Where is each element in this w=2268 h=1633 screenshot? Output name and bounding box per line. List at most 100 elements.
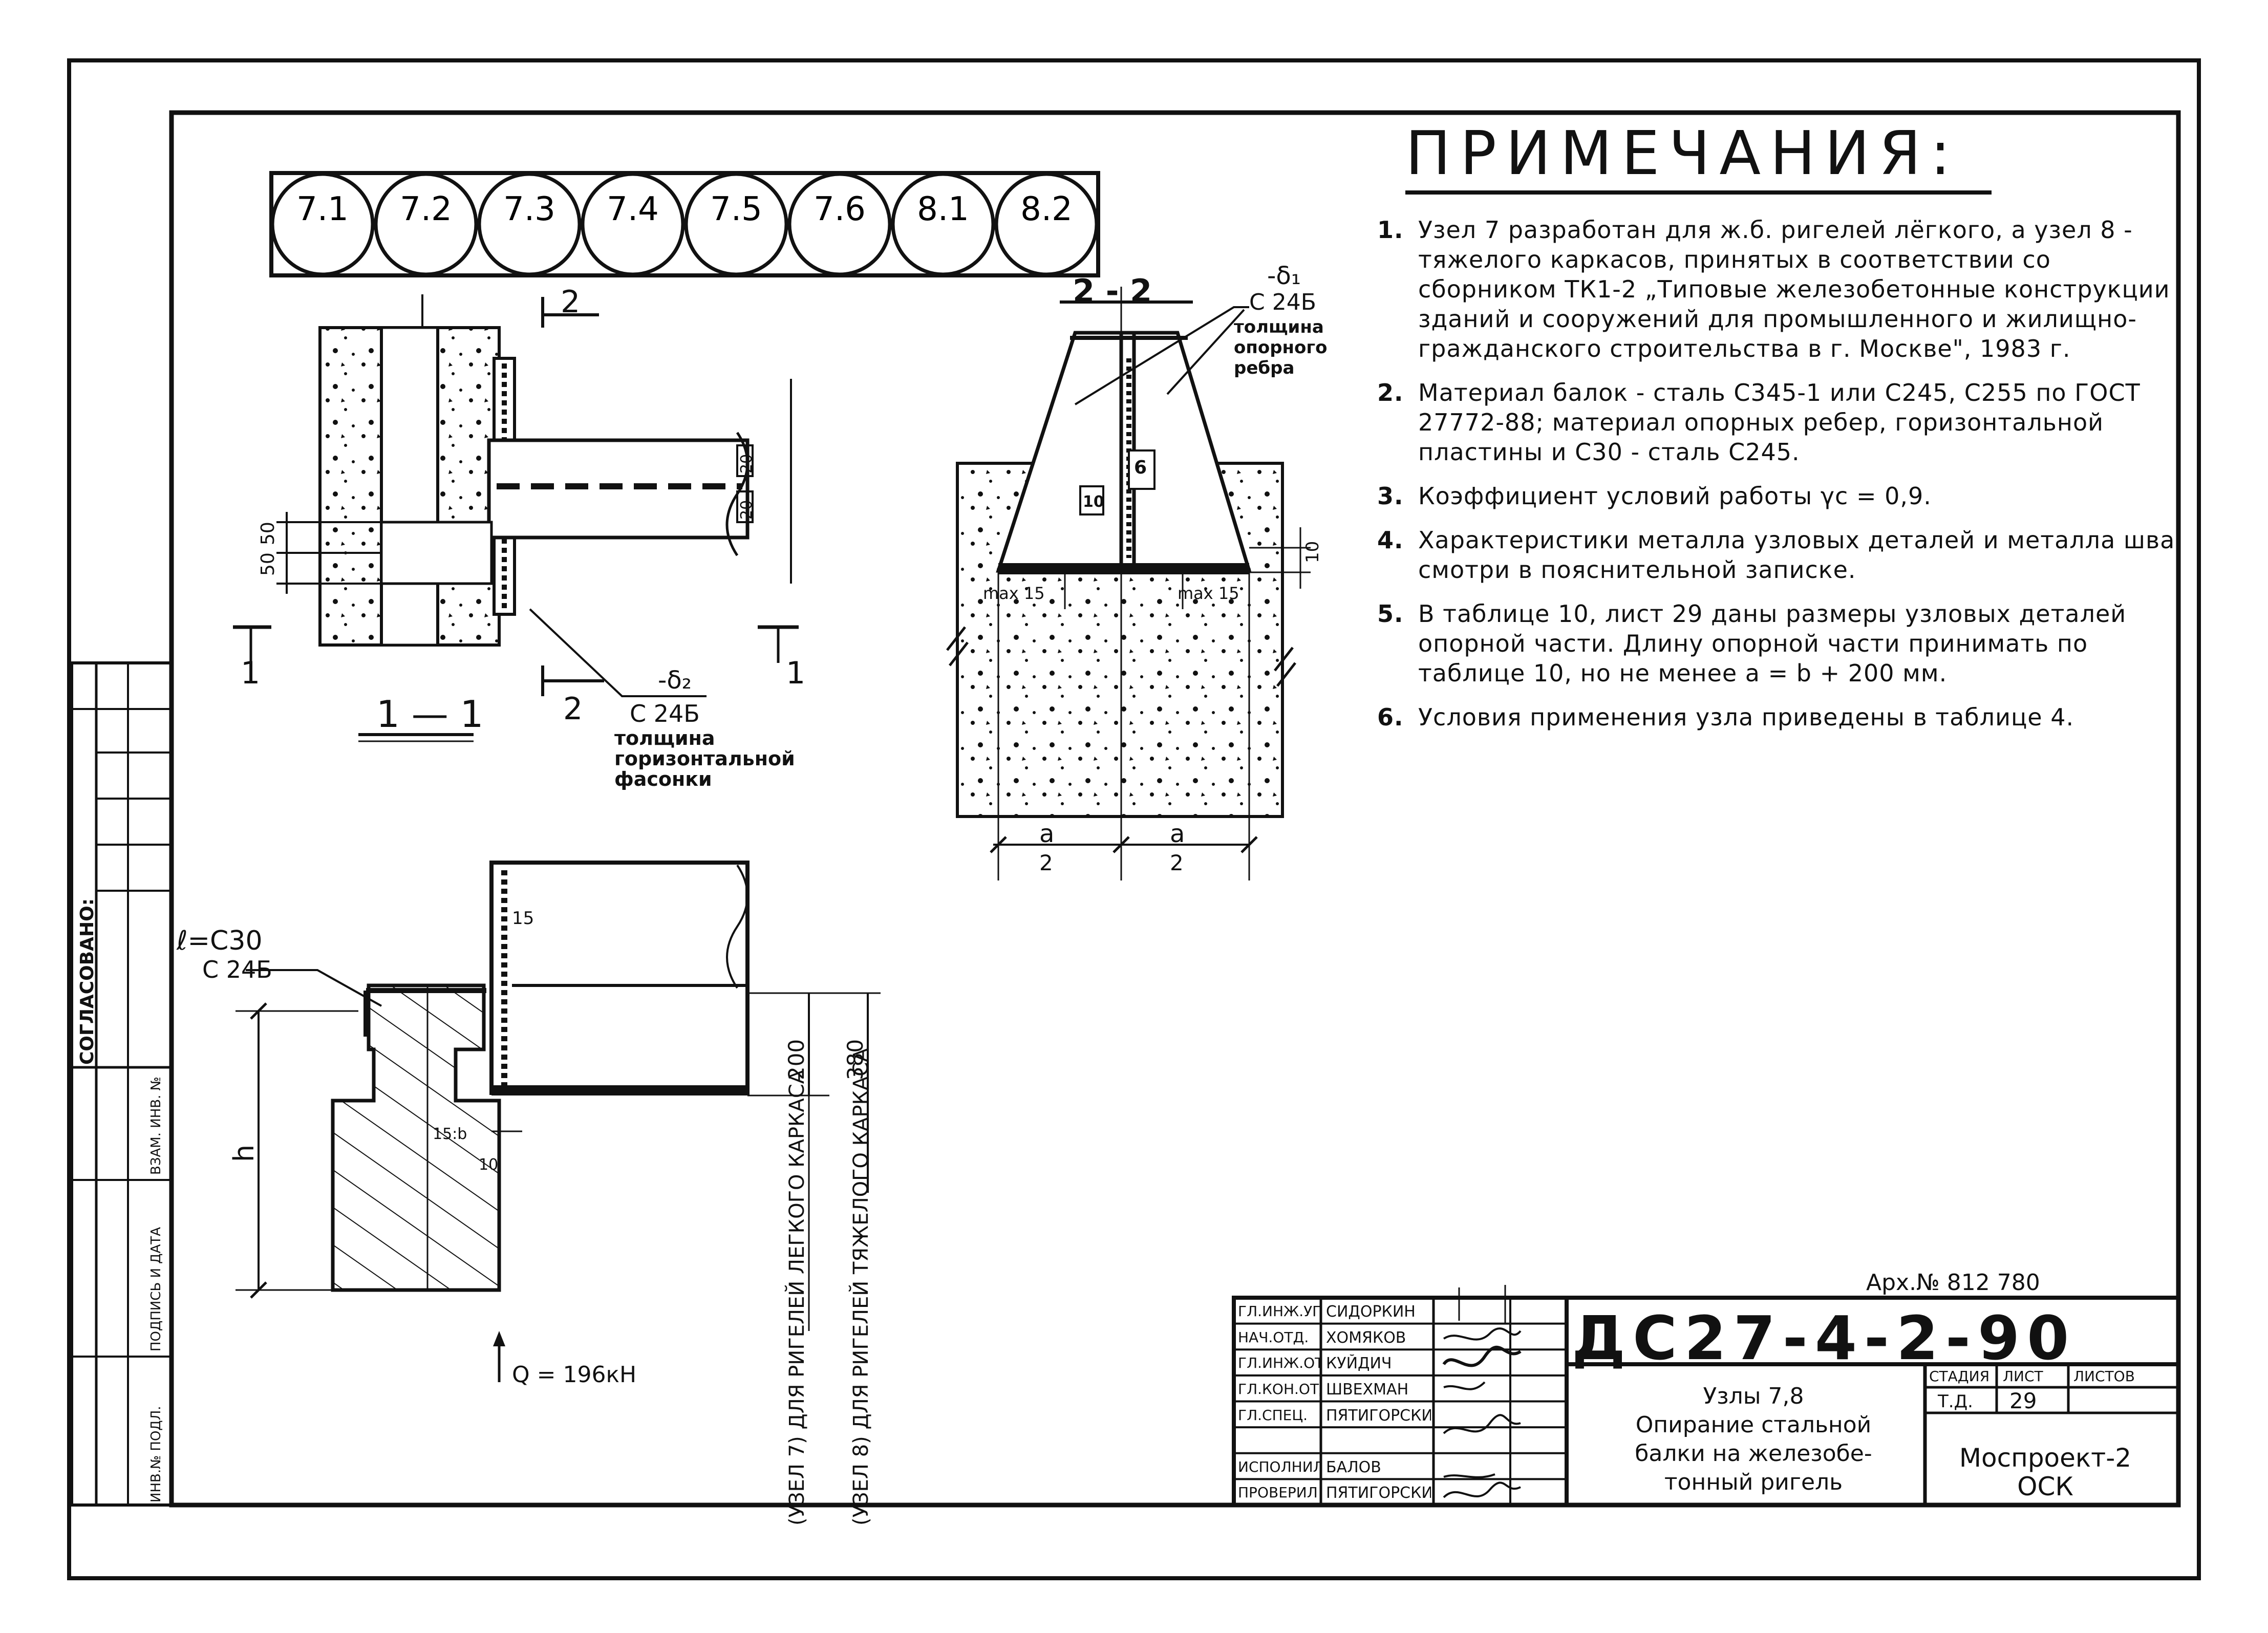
detail-small-15b: 15:b [433, 1125, 467, 1143]
title-block-role: ИСПОЛНИЛ [1238, 1458, 1320, 1475]
title-block-name: КУЙДИЧ [1326, 1355, 1392, 1373]
header-sheets: ЛИСТОВ [2073, 1368, 2135, 1385]
detail-label-c24b: C 24Б [202, 956, 272, 983]
rib-label-2: C 24Б [1249, 289, 1316, 315]
node-circle [787, 172, 892, 276]
note-item: 2.Материал балок - сталь С345-1 или С245… [1377, 378, 2176, 467]
note-item: 4. Характеристики металла узловых деталей… [1377, 525, 2176, 585]
title-block-role: ГЛ.КОН.ОТД. [1238, 1380, 1320, 1398]
note-item: 6. Условия применения узла приведены в та… [1377, 702, 2176, 732]
note-text: Узел 7 разработан для ж.б. ригелей лёгко… [1418, 216, 2170, 362]
cut-mark-1-left: 1 [241, 655, 260, 691]
detail-dim-200: 200 [784, 1039, 809, 1080]
title-block-name: ПЯТИГОРСКИЙ [1326, 1406, 1431, 1425]
note-number: 5. [1377, 600, 1404, 628]
half-2-left: 2 [1039, 850, 1053, 875]
half-a-right: a [1170, 820, 1185, 848]
title-block-name: СИДОРКИН [1326, 1303, 1416, 1321]
title-block-frame [1232, 1285, 2180, 1507]
plate-label-4: горизонтальной [614, 747, 795, 770]
title-block-name: БАЛОВ [1326, 1458, 1381, 1476]
node-circle [374, 172, 478, 276]
half-a-left: a [1039, 820, 1054, 848]
max-15-left: max 15 [983, 584, 1045, 603]
note-text: Коэффициент условий работы γc = 0,9. [1418, 482, 1932, 510]
note-number: 2. [1377, 379, 1404, 406]
section-1-1 [233, 294, 799, 742]
rib-label-5: ребра [1234, 358, 1294, 378]
node-circle [994, 172, 1099, 276]
document-code: ДС27-4-2-90 [1572, 1303, 2077, 1373]
stamp-signature-date: ПОДПИСЬ И ДАТА [148, 1227, 164, 1351]
section-mark-2-top: 2 [561, 284, 580, 320]
node-circle [477, 172, 582, 276]
node-circle-label: 7.4 [607, 190, 659, 228]
plate-label-3: толщина [614, 727, 715, 749]
title-block-name: ШВЕХМАН [1326, 1380, 1409, 1399]
note-text: Условия применения узла приведены в табл… [1418, 703, 2074, 731]
node-circle [891, 172, 995, 276]
note-item: 1. Узел 7 разработан для ж.б. ригелей лёг… [1377, 215, 2176, 363]
note-item: 5. В таблице 10, лист 29 даны размеры узл… [1377, 599, 2176, 688]
detail-weld-15: 15 [512, 908, 534, 929]
cut-mark-1-right: 1 [786, 655, 805, 691]
note-number: 4. [1377, 526, 1404, 554]
notes-title-underline [1405, 190, 1992, 195]
archive-number: Арх.№ 812 780 [1866, 1270, 2040, 1296]
note-number: 1. [1377, 216, 1404, 244]
title-block-role: ГЛ.ИНЖ.ОТД. [1238, 1355, 1320, 1372]
node-circle-label: 7.1 [296, 190, 349, 228]
notes-title: ПРИМЕЧАНИЯ: [1405, 118, 1960, 188]
max-15-right: max 15 [1178, 584, 1239, 603]
detail-dim-380: 380 [843, 1039, 868, 1080]
plate-label-2: C 24Б [630, 700, 700, 727]
stamp-replace-inv: ВЗАМ. ИНВ. № [148, 1077, 164, 1175]
section-1-1-title: 1 — 1 [376, 693, 483, 736]
stamp-agreed: СОГЛАСОВАНО: [77, 898, 98, 1065]
stage-value: Т.Д. [1938, 1391, 1973, 1412]
note-number: 3. [1377, 482, 1404, 510]
weld-6: 6 [1134, 457, 1147, 478]
sheet-value: 29 [2009, 1388, 2037, 1413]
rib-label-3: толщина [1234, 317, 1324, 337]
detail-note-node-8: (УЗЕЛ 8) ДЛЯ РИГЕЛЕЙ ТЯЖЕЛОГО КАРКАСА [848, 1048, 873, 1525]
rib-label-4: опорного [1234, 337, 1328, 358]
node-circle-label: 7.6 [814, 190, 866, 228]
plate-label-1: -δ₂ [658, 666, 692, 695]
detail-note-node-7: (УЗЕЛ 7) ДЛЯ РИГЕЛЕЙ ЛЕГКОГО КАРКАСА [784, 1069, 809, 1525]
section-2-2 [946, 287, 1311, 880]
detail-label-c30: ℓ=C30 [176, 926, 263, 956]
section-2-2-title: 2 - 2 [1073, 272, 1152, 310]
drawing-labels: 1 1 2 2 50 50 20 20 1 — 1 -δ₂ C 24Б толщ… [176, 262, 1328, 1525]
weld-10-a: 10 [1083, 493, 1104, 511]
outer-frame [67, 58, 2201, 1580]
header-stage: СТАДИЯ [1929, 1368, 1990, 1385]
title-block-role: НАЧ.ОТД. [1238, 1328, 1309, 1346]
title-block-role: ГЛ.СПЕЦ. [1238, 1406, 1308, 1424]
title-block-role: ГЛ.ИНЖ.УПР. [1238, 1303, 1320, 1320]
organization: Моспроект-2 ОСК [1959, 1443, 2132, 1501]
detail-h: h [228, 1145, 260, 1162]
header-sheet: ЛИСТ [2003, 1368, 2043, 1385]
title-block-role: ПРОВЕРИЛ [1238, 1484, 1318, 1501]
note-text: Характеристики металла узловых деталей и… [1418, 526, 2175, 584]
section-mark-2-bottom: 2 [563, 691, 583, 727]
dim-50-a: 50 [258, 522, 279, 545]
node-circle-label: 7.3 [503, 190, 555, 228]
stamp-inv-no: ИНВ.№ ПОДЛ. [148, 1406, 164, 1502]
title-block-name: ПЯТИГОРСКИЙ [1326, 1484, 1431, 1502]
notes-list: 1. Узел 7 разработан для ж.б. ригелей лёг… [1377, 215, 2176, 746]
note-text: В таблице 10, лист 29 даны размеры узлов… [1418, 600, 2127, 687]
drawing-title: Узлы 7,8 Опирание стальной балки на желе… [1635, 1383, 1872, 1495]
note-number: 6. [1377, 703, 1404, 731]
rib-label-1: -δ₁ [1267, 262, 1301, 290]
note-item: 3. Коэффициент условий работы γc = 0,9. [1377, 481, 2176, 511]
support-detail [236, 861, 881, 1382]
detail-load: Q = 196кН [512, 1362, 636, 1388]
node-circle-label: 8.2 [1020, 190, 1073, 228]
node-circle-label: 7.5 [710, 190, 762, 228]
node-circle [581, 172, 685, 276]
node-circle-label: 8.1 [917, 190, 969, 228]
